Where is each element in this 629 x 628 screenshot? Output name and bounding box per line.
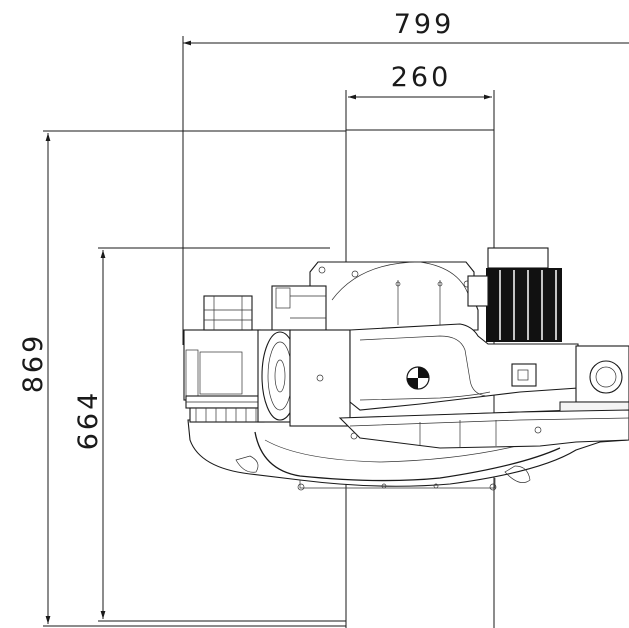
dimension-overall-height: 869 [18,130,346,627]
dimension-overall-width: 799 [182,9,629,345]
dimension-inner-height: 664 [73,247,346,622]
gear-teeth [195,408,257,422]
robot-body [183,247,629,491]
dimension-label-869: 869 [18,333,49,394]
dimension-label-664: 664 [73,390,104,451]
servo-motor [467,247,562,342]
dimension-label-260: 260 [391,62,452,93]
dimension-label-799: 799 [394,9,455,40]
center-of-gravity-icon [406,366,430,390]
dimension-base-width: 260 [345,62,495,250]
